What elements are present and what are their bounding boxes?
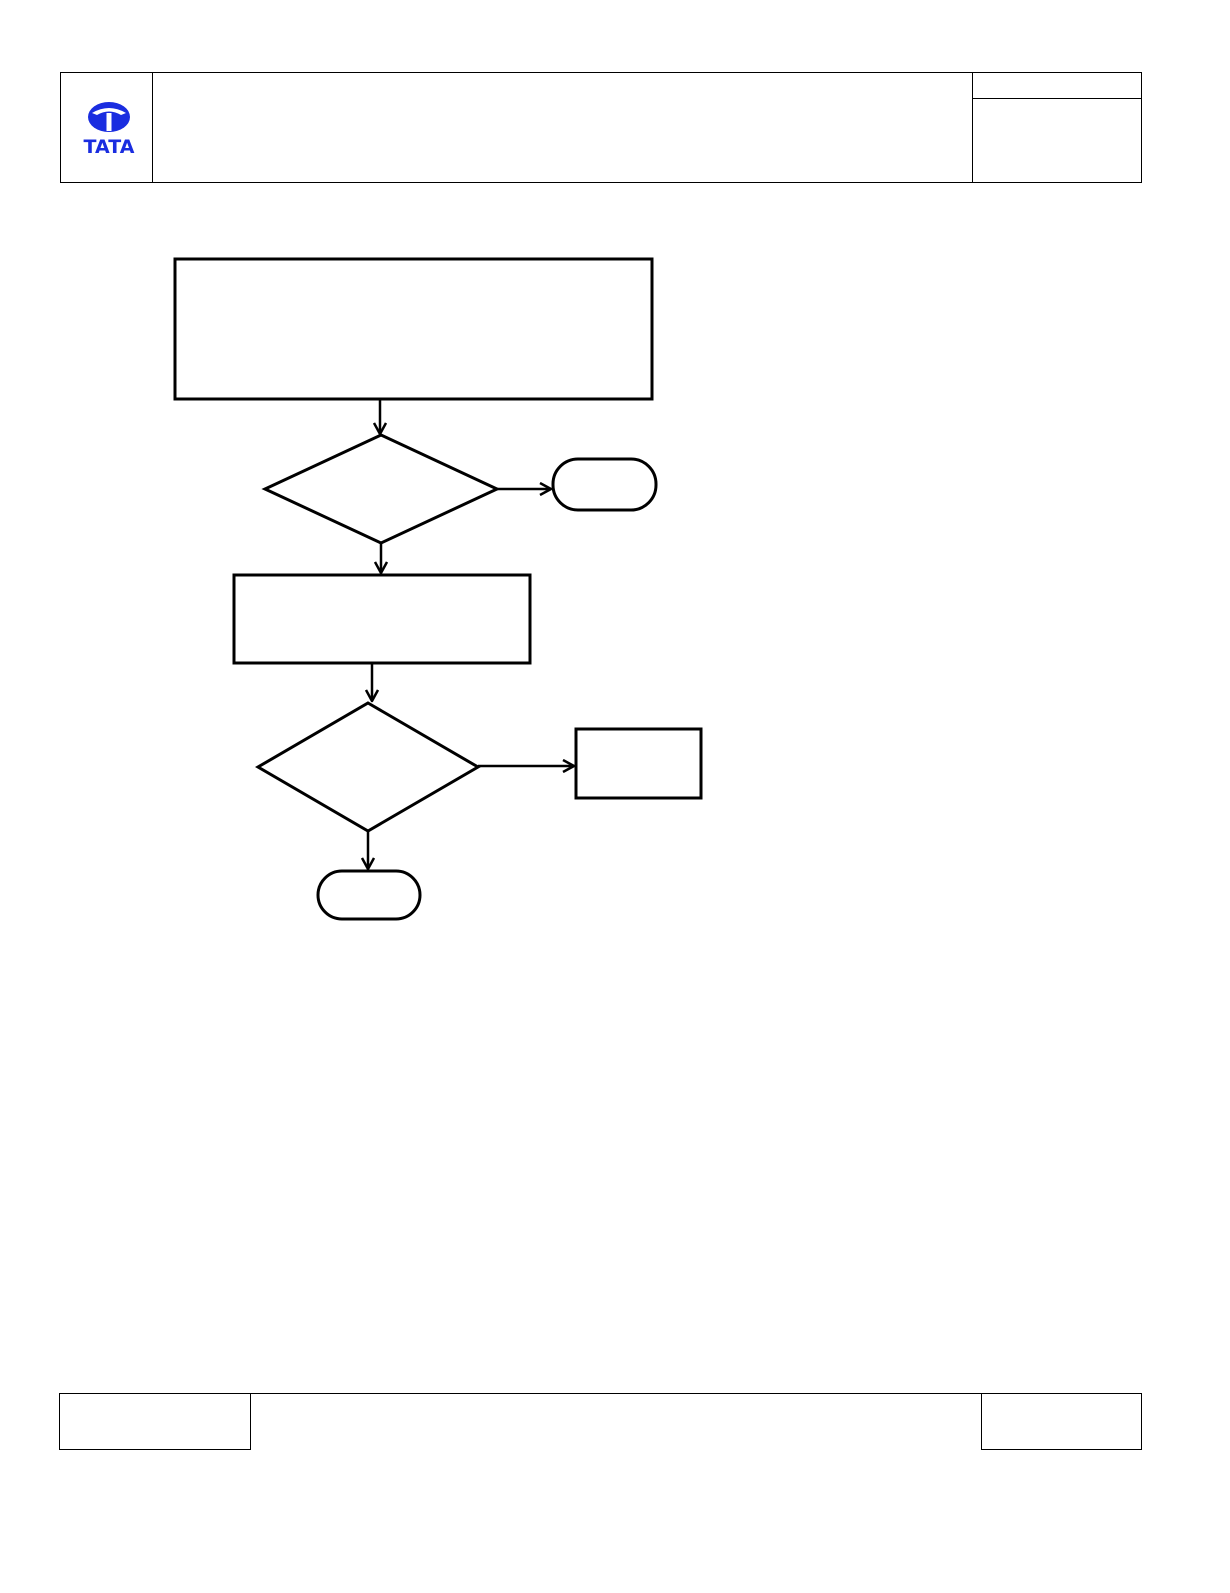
footer-left-cell bbox=[59, 1393, 251, 1450]
process-box-1 bbox=[173, 257, 654, 401]
terminal-box-1 bbox=[551, 457, 658, 512]
process-box-3 bbox=[574, 727, 703, 800]
decision-diamond-1 bbox=[261, 433, 501, 545]
flowchart bbox=[173, 257, 703, 921]
terminal-box-2 bbox=[316, 869, 422, 921]
decision-diamond-2 bbox=[255, 701, 481, 833]
header-logo-cell: TATA bbox=[60, 72, 153, 183]
logo-text: TATA bbox=[84, 136, 135, 158]
header-ref-bottom-cell bbox=[972, 98, 1142, 183]
process-box-2 bbox=[232, 573, 532, 665]
footer-center-cell bbox=[250, 1393, 982, 1450]
tata-logo-icon: TATA bbox=[84, 102, 135, 158]
footer-right-cell bbox=[981, 1393, 1142, 1450]
